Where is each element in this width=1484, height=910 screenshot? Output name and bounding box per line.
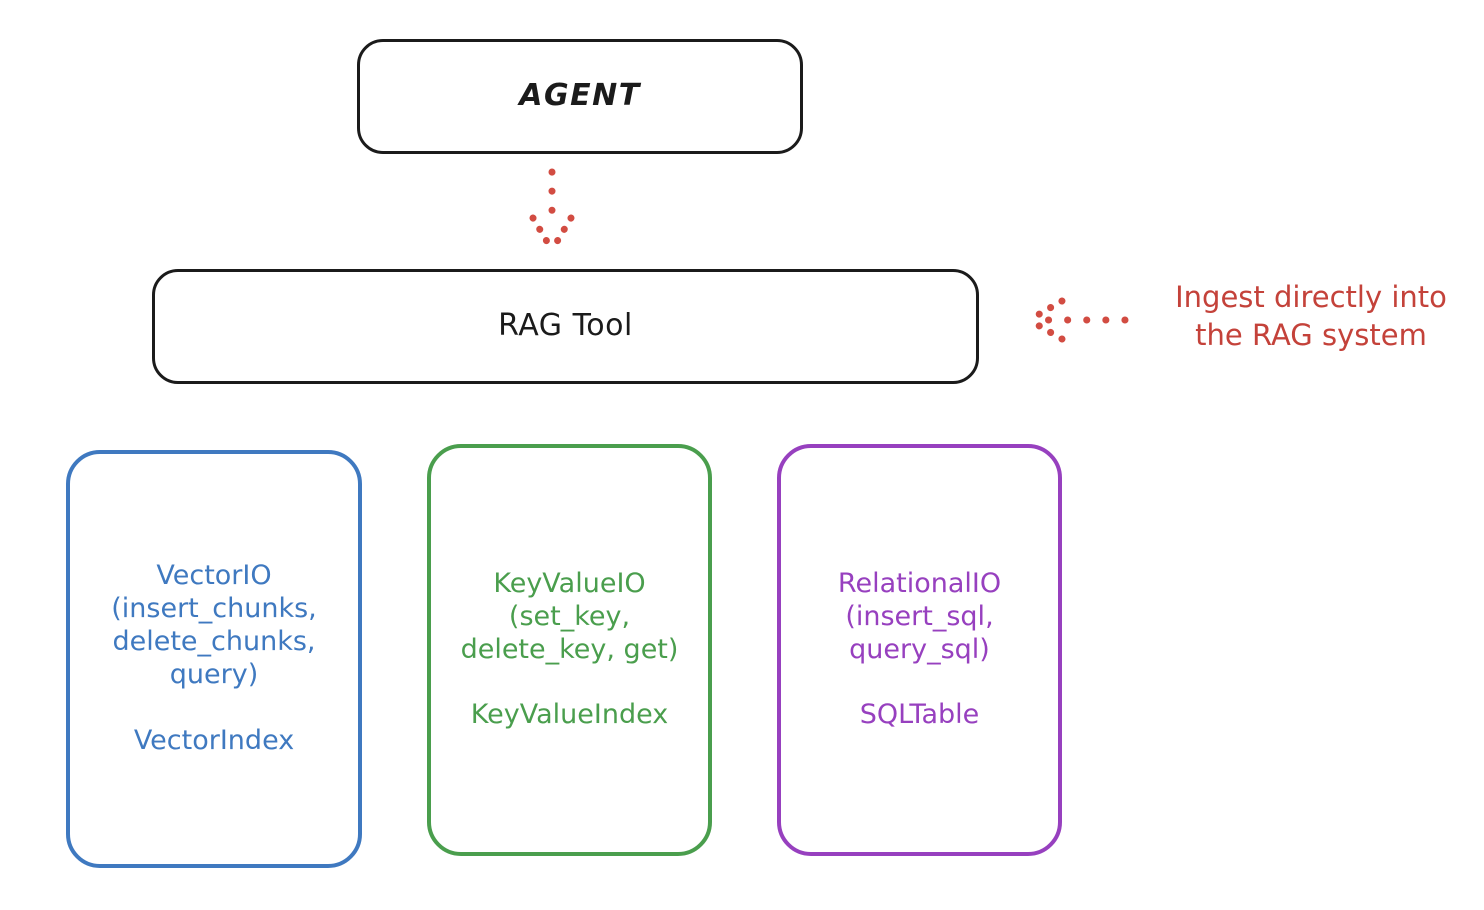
node-rag-tool[interactable]: RAG Tool [152,269,979,384]
node-key-value-io[interactable]: KeyValueIO (set_key, delete_key, get) Ke… [427,444,712,856]
node-vector-io[interactable]: VectorIO (insert_chunks, delete_chunks, … [66,450,362,868]
node-rag-tool-label: RAG Tool [498,308,633,344]
connector-ingest-to-rag-tool [1025,297,1129,343]
node-relational-io[interactable]: RelationalIO (insert_sql, query_sql) SQL… [777,444,1062,856]
node-vector-io-label: VectorIO (insert_chunks, delete_chunks, … [111,560,317,756]
annotation-ingest-text: Ingest directly into the RAG system [1175,280,1447,353]
node-agent-label: AGENT [519,78,641,114]
node-agent[interactable]: AGENT [357,39,803,154]
connector-agent-to-rag-tool [529,168,575,254]
node-relational-io-label: RelationalIO (insert_sql, query_sql) SQL… [837,567,1002,731]
node-key-value-io-label: KeyValueIO (set_key, delete_key, get) Ke… [460,567,679,731]
